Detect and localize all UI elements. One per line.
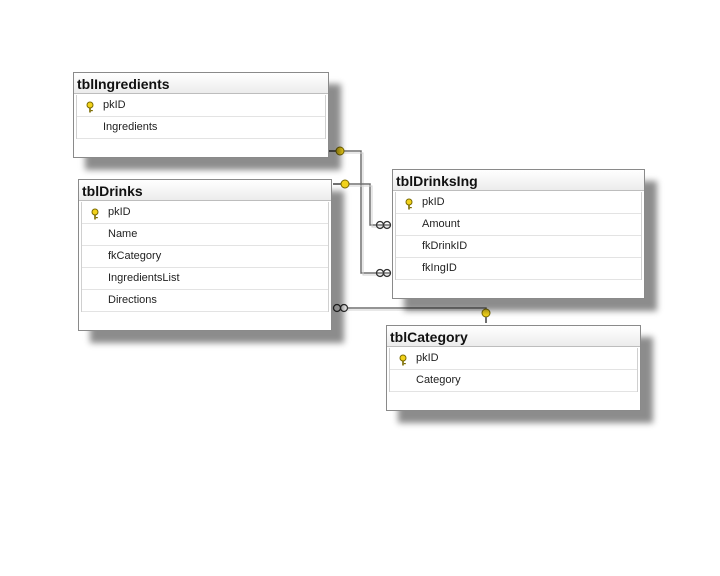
column-name: fkCategory (108, 250, 162, 262)
column-name: pkID (422, 196, 445, 208)
table-columns: pkID Ingredients (76, 95, 326, 139)
column-row[interactable]: pkID (396, 192, 641, 214)
column-row[interactable]: Amount (396, 214, 641, 236)
table-columns: pkID Amount fkDrinkID fkIngID (395, 192, 642, 280)
table-title[interactable]: tblCategory (387, 326, 640, 347)
table-title[interactable]: tblIngredients (74, 73, 328, 94)
primary-key-icon (405, 197, 413, 218)
relationship-category-drinks (332, 303, 491, 323)
column-row[interactable]: pkID (82, 202, 328, 224)
key-end-icon (481, 308, 491, 323)
relationship-drinks-drinksing (333, 179, 392, 230)
column-row[interactable]: fkIngID (396, 258, 641, 280)
column-row[interactable]: fkCategory (82, 246, 328, 268)
column-row[interactable]: IngredientsList (82, 268, 328, 290)
column-name: fkIngID (422, 262, 457, 274)
table-title[interactable]: tblDrinks (79, 180, 331, 201)
column-row[interactable]: Ingredients (77, 117, 325, 139)
infinity-end-icon (375, 220, 392, 230)
key-end-icon (333, 179, 350, 189)
column-name: IngredientsList (108, 272, 180, 284)
column-name: Directions (108, 294, 157, 306)
table-columns: pkID Category (389, 348, 638, 392)
column-name: pkID (416, 352, 439, 364)
relationship-ingredients-drinksing (329, 146, 392, 278)
column-name: Name (108, 228, 138, 240)
column-name: fkDrinkID (422, 240, 468, 252)
column-row[interactable]: fkDrinkID (396, 236, 641, 258)
column-name: Category (416, 374, 461, 386)
primary-key-icon (91, 207, 99, 228)
key-end-icon (329, 146, 345, 156)
table-title[interactable]: tblDrinksIng (393, 170, 644, 191)
column-row[interactable]: Category (390, 370, 637, 392)
primary-key-icon (86, 100, 94, 121)
column-row[interactable]: Directions (82, 290, 328, 312)
infinity-end-icon (332, 303, 349, 313)
column-name: Amount (422, 218, 460, 230)
column-name: pkID (103, 99, 126, 111)
column-name: Ingredients (103, 121, 158, 133)
column-row[interactable]: Name (82, 224, 328, 246)
column-row[interactable]: pkID (390, 348, 637, 370)
table-tblingredients[interactable]: tblIngredients pkID Ingredients (73, 72, 329, 158)
infinity-end-icon (375, 268, 392, 278)
table-tblcategory[interactable]: tblCategory pkID Category (386, 325, 641, 411)
primary-key-icon (399, 353, 407, 374)
table-tbldrinks[interactable]: tblDrinks pkID Name fkCategory Ingredien… (78, 179, 332, 331)
table-tbldrinksing[interactable]: tblDrinksIng pkID Amount fkDrinkID fkIng… (392, 169, 645, 299)
table-columns: pkID Name fkCategory IngredientsList Dir… (81, 202, 329, 312)
column-row[interactable]: pkID (77, 95, 325, 117)
column-name: pkID (108, 206, 131, 218)
